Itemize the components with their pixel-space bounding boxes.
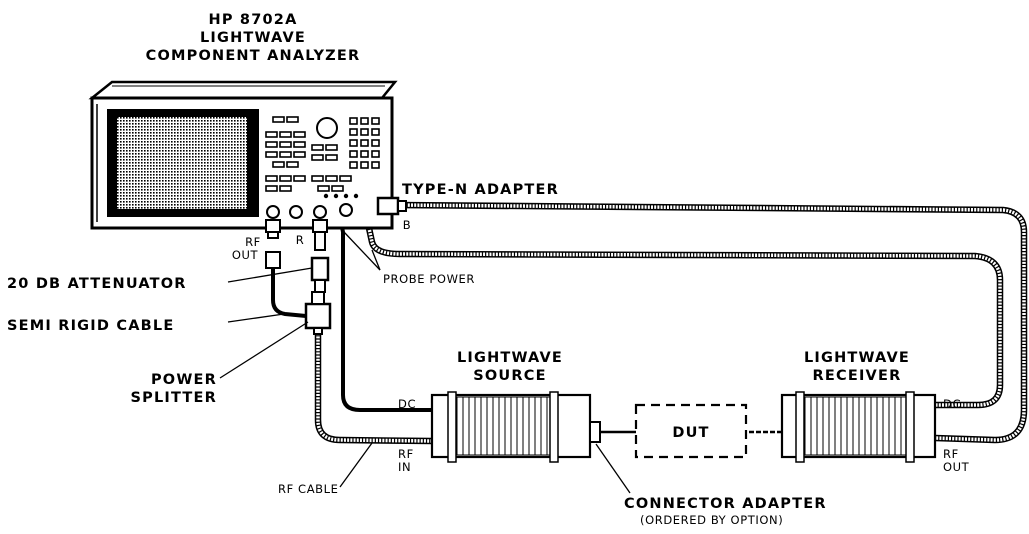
- analyzer-title-2: LIGHTWAVE: [200, 30, 306, 46]
- probe-power-label: PROBE POWER: [383, 272, 475, 286]
- receiver-dc-label: DC: [943, 397, 961, 411]
- rf-cable-label: RF CABLE: [278, 482, 339, 496]
- semi-rigid-cable: [271, 268, 307, 318]
- port-b-label: B: [403, 218, 412, 232]
- leader-lines: [219, 231, 631, 494]
- type-n-adapter: [376, 196, 400, 216]
- labels: HP 8702A LIGHTWAVE COMPONENT ANALYZER RF…: [7, 12, 970, 527]
- source-rf-in-label-1: RF: [398, 447, 414, 461]
- analyzer-instrument: [88, 80, 398, 230]
- analyzer-title-3: COMPONENT ANALYZER: [146, 48, 361, 64]
- source-title-2: SOURCE: [473, 368, 546, 384]
- power-splitter-label-1: POWER: [151, 372, 217, 388]
- connectors: [265, 196, 407, 335]
- power-splitter: [304, 302, 332, 330]
- dut: [634, 403, 748, 459]
- attenuator-label: 20 DB ATTENUATOR: [7, 276, 187, 292]
- receiver-title-2: RECEIVER: [813, 368, 902, 384]
- analyzer-keypad: [265, 116, 380, 192]
- probe-power-cable-source: [336, 207, 432, 412]
- analyzer-knob: [316, 117, 338, 139]
- cables: [271, 201, 1028, 445]
- lightwave-source: [430, 391, 601, 463]
- source-dc-label: DC: [398, 397, 416, 411]
- connector-adapter-note: (ORDERED BY OPTION): [640, 513, 783, 527]
- connector-adapter-label: CONNECTOR ADAPTER: [624, 496, 827, 512]
- power-splitter-label-2: SPLITTER: [131, 390, 218, 406]
- source-rf-in-label-2: IN: [398, 460, 411, 474]
- port-rf-out-label-1: RF: [245, 235, 261, 249]
- port-r-label: R: [296, 233, 305, 247]
- probe-power-cable-receiver: [360, 204, 1004, 409]
- receiver-rf-out-label-1: RF: [943, 447, 959, 461]
- port-rf-out-label-2: OUT: [232, 248, 259, 262]
- connector-adapter: [589, 421, 601, 443]
- dut-label: DUT: [672, 425, 709, 441]
- lightwave-receiver: [780, 391, 937, 463]
- semi-rigid-cable-label: SEMI RIGID CABLE: [7, 318, 174, 334]
- type-n-adapter-label: TYPE-N ADAPTER: [402, 182, 559, 198]
- source-title-1: LIGHTWAVE: [457, 350, 563, 366]
- attenuator: [310, 256, 330, 282]
- receiver-rf-out-label-2: OUT: [943, 460, 970, 474]
- rf-cable-to-source: [314, 330, 433, 445]
- analyzer-title-1: HP 8702A: [209, 12, 298, 28]
- receiver-title-1: LIGHTWAVE: [804, 350, 910, 366]
